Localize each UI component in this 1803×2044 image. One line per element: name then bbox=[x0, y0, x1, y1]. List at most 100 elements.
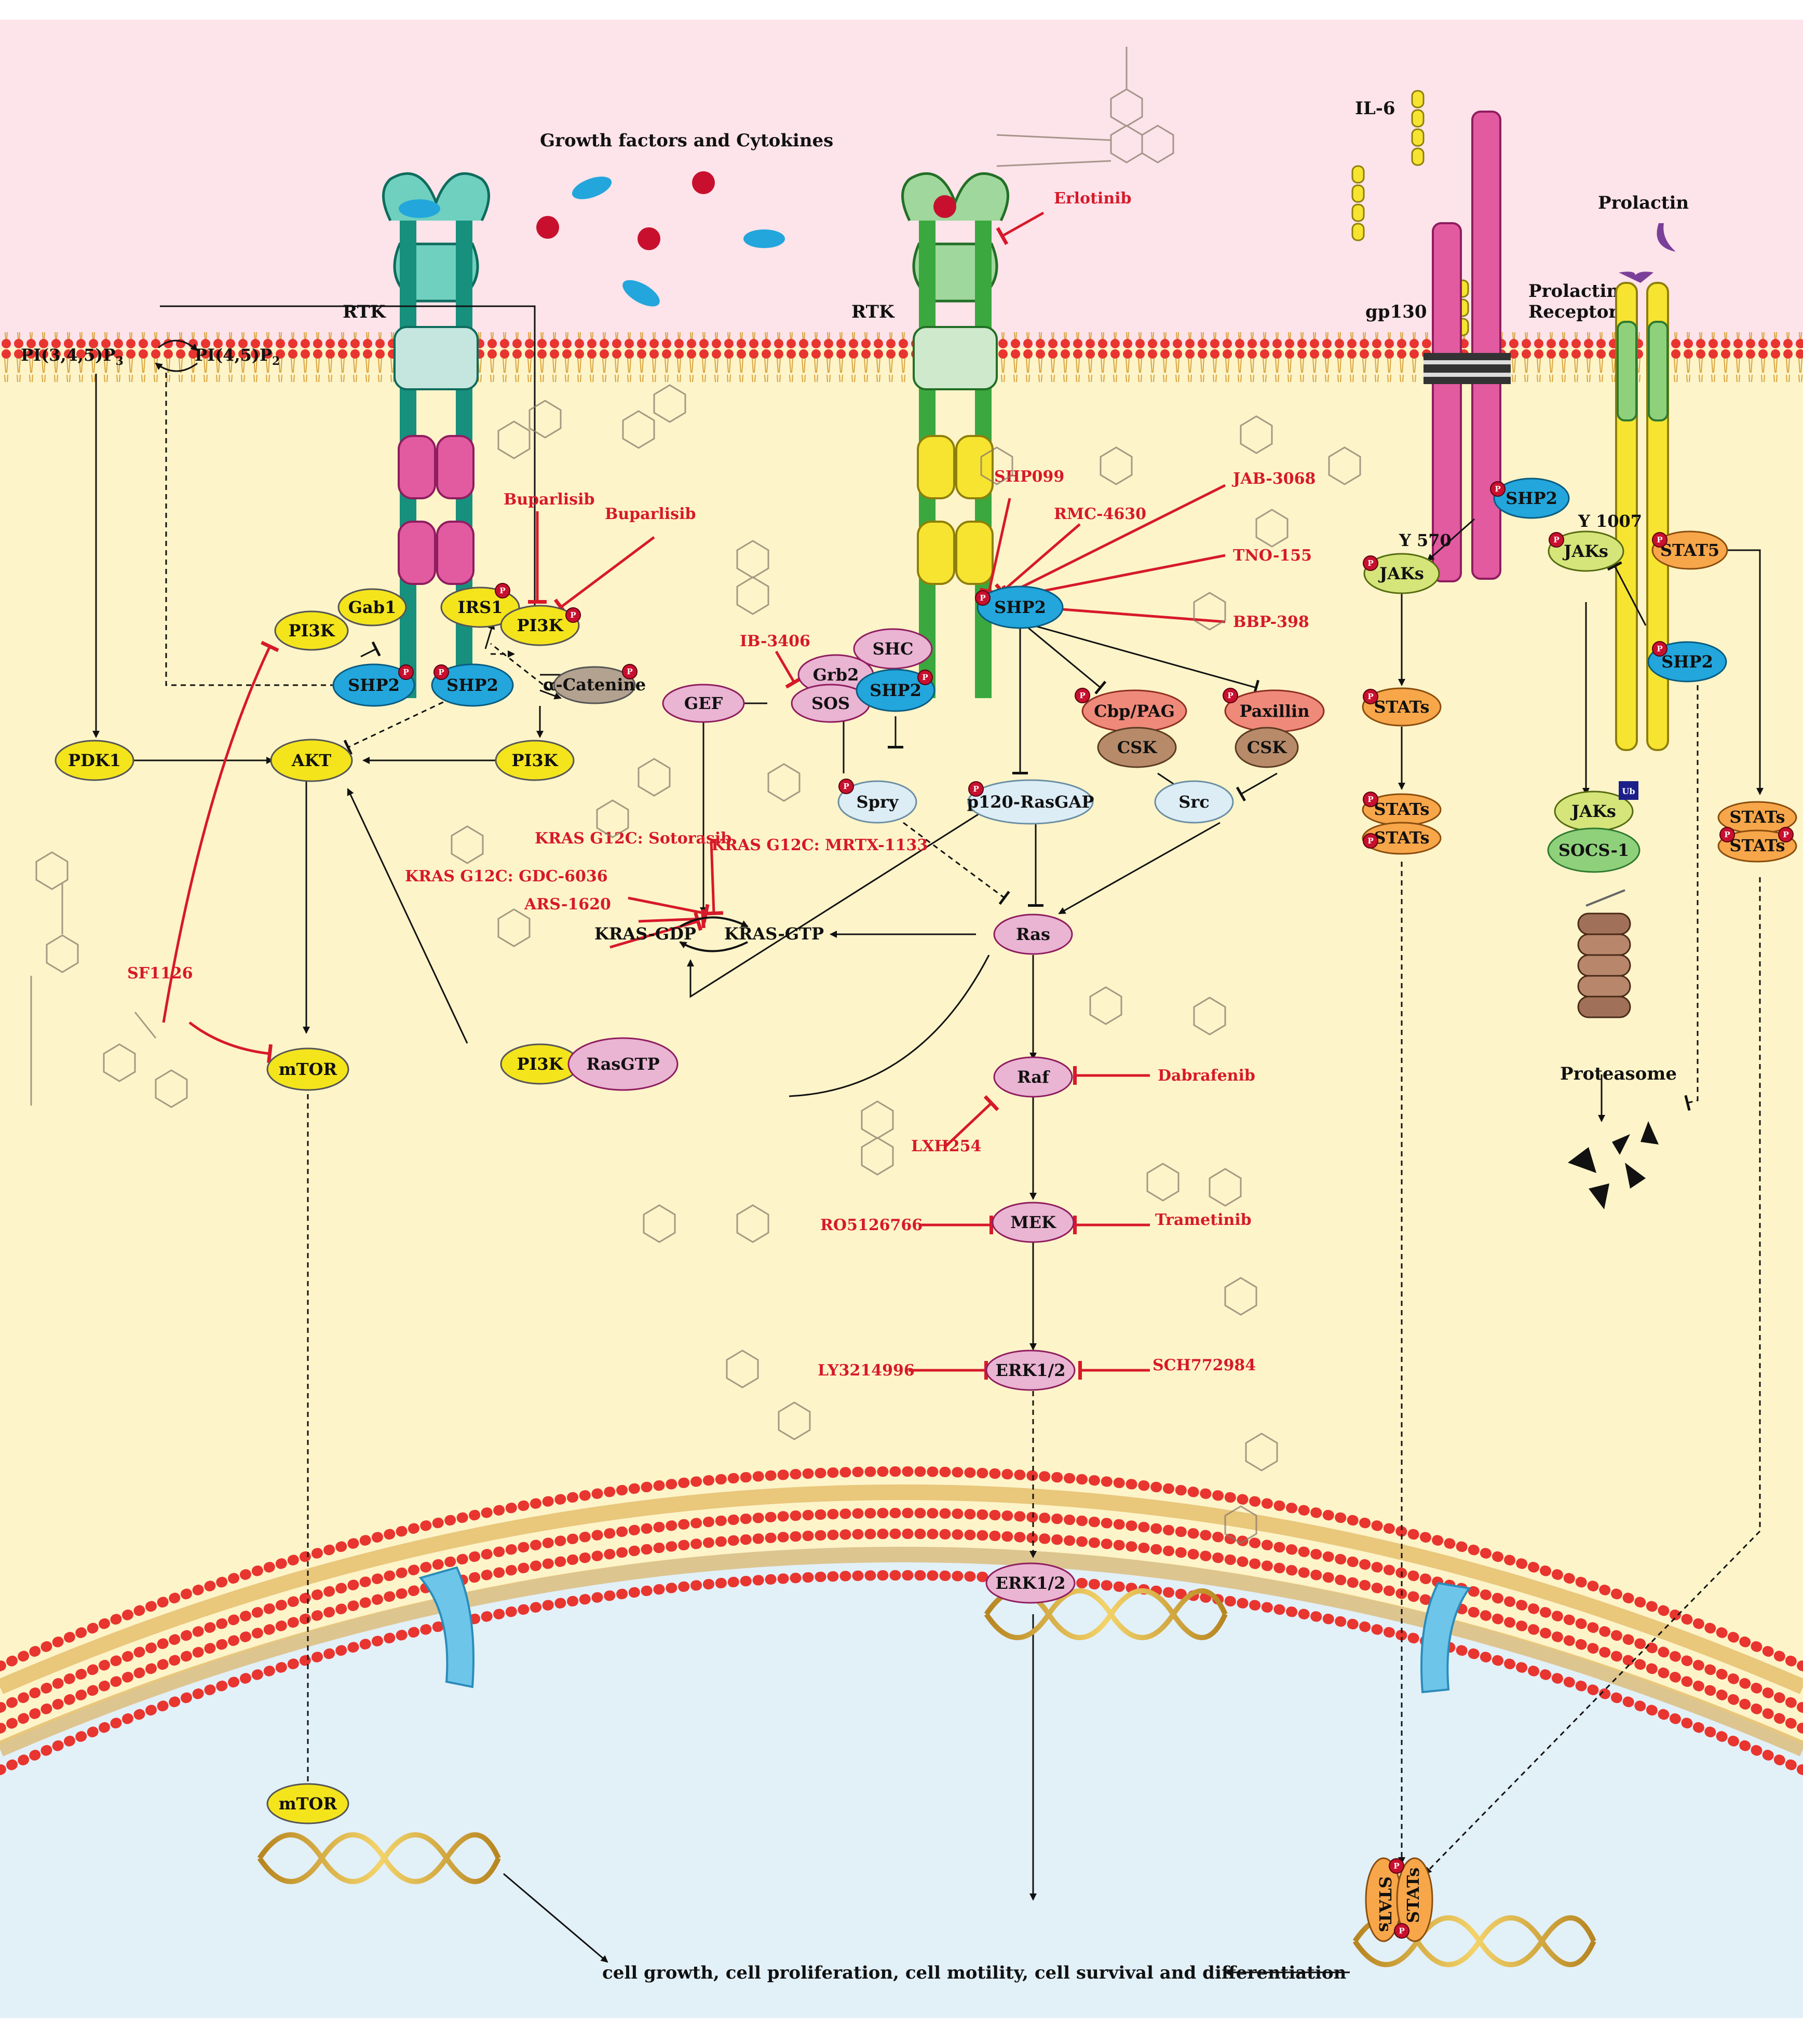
extracellular-space bbox=[0, 20, 1803, 347]
pdk1-label: PDK1 bbox=[68, 751, 121, 770]
il6-label: IL-6 bbox=[1355, 98, 1395, 119]
drug-sotorasib: KRAS G12C: Sotorasib bbox=[535, 829, 731, 848]
erk-label: ERK1/2 bbox=[995, 1360, 1065, 1380]
drug-jab3068: JAB-3068 bbox=[1231, 470, 1316, 488]
drug-buparlisib-1: Buparlisib bbox=[504, 490, 594, 509]
gab1-node bbox=[337, 588, 407, 626]
shp2-node-a bbox=[332, 663, 415, 707]
stats-node-2b bbox=[1362, 822, 1442, 855]
nuclear-envelope bbox=[0, 1466, 1803, 1775]
pathway-arrows bbox=[92, 305, 1764, 1976]
csk-node-a bbox=[1097, 727, 1177, 768]
drug-bbp398: BBP-398 bbox=[1233, 613, 1309, 631]
a-catenine-node bbox=[553, 666, 636, 704]
gef-node bbox=[662, 684, 745, 723]
prolactin-receptor-label-1: Prolactin bbox=[1528, 281, 1619, 302]
p120-rasgap-label: p120-RasGAP bbox=[967, 792, 1094, 812]
rtk-right-receptor bbox=[901, 172, 1009, 698]
gef-label: GEF bbox=[684, 693, 723, 713]
svg-text:P: P bbox=[1657, 535, 1662, 544]
raf-node bbox=[993, 1056, 1073, 1098]
shc-node bbox=[853, 628, 933, 670]
rasgtp-label: RasGTP bbox=[586, 1054, 659, 1074]
proteasome-label: Proteasome bbox=[1560, 1064, 1677, 1084]
pi3k-node-c bbox=[495, 740, 575, 781]
stats-label-3b: STATs bbox=[1729, 836, 1785, 855]
proteasome-icon bbox=[1577, 889, 1631, 1018]
prolactin-label: Prolactin bbox=[1598, 193, 1689, 213]
il6-ligand-icons bbox=[1351, 90, 1469, 336]
drug-ars1620: ARS-1620 bbox=[524, 895, 611, 914]
mtor-label: mTOR bbox=[279, 1059, 337, 1079]
raf-label: Raf bbox=[1017, 1067, 1050, 1087]
svg-text:P: P bbox=[1657, 644, 1662, 653]
svg-text:P: P bbox=[843, 782, 849, 791]
p120-rasgap-node bbox=[967, 779, 1094, 825]
svg-text:P: P bbox=[403, 667, 409, 677]
mek-node bbox=[992, 1202, 1075, 1243]
svg-text:P: P bbox=[1367, 558, 1373, 568]
pi3k-node-a bbox=[274, 610, 349, 651]
ubiquitin-label: Ub bbox=[1622, 786, 1635, 796]
pip3-label: PI(3,4,5)P3 bbox=[21, 345, 124, 368]
gab1-label: Gab1 bbox=[348, 597, 397, 617]
drug-shp099: SHP099 bbox=[994, 468, 1064, 486]
prolactin-ligand-icon bbox=[1657, 223, 1676, 252]
drug-mrtx1133: KRAS G12C: MRTX-1133 bbox=[711, 836, 928, 854]
shp2-node-gp130 bbox=[1493, 478, 1570, 519]
svg-text:P: P bbox=[1367, 836, 1373, 846]
svg-text:P: P bbox=[1553, 535, 1559, 544]
gp130-label: gp130 bbox=[1365, 302, 1427, 322]
shp2-node-b bbox=[431, 663, 514, 707]
jaks-label-gp130: JAKs bbox=[1378, 564, 1424, 583]
drug-lxh254: LXH254 bbox=[911, 1137, 981, 1155]
shp2-node-c bbox=[856, 669, 936, 712]
drug-ib3406: IB-3406 bbox=[740, 632, 810, 650]
shp2-label-c: SHP2 bbox=[870, 680, 921, 700]
chemical-structure-icons bbox=[30, 47, 1361, 1544]
svg-text:P: P bbox=[1783, 830, 1788, 839]
mek-label: MEK bbox=[1010, 1212, 1056, 1232]
shc-label: SHC bbox=[873, 639, 914, 659]
ras-node bbox=[993, 914, 1073, 955]
shp2-label-main: SHP2 bbox=[994, 597, 1046, 617]
stat5-node bbox=[1651, 530, 1728, 570]
drug-dabrafenib: Dabrafenib bbox=[1158, 1067, 1255, 1085]
kras-gdp-label: KRAS-GDP bbox=[594, 924, 696, 944]
svg-text:P: P bbox=[1367, 795, 1373, 804]
mtor-node-nucleus bbox=[266, 1783, 349, 1824]
shp2-label-prolactin: SHP2 bbox=[1661, 652, 1713, 672]
pip2-label: PI(4,5)P2 bbox=[195, 345, 280, 368]
stats-label-2b: STATs bbox=[1374, 828, 1429, 848]
gp130-receptor bbox=[1424, 111, 1511, 582]
pi3k-label-d: PI3K bbox=[517, 1054, 563, 1074]
pi3k-label-c: PI3K bbox=[511, 751, 558, 770]
shp2-node-prolactin bbox=[1647, 641, 1727, 683]
svg-text:P: P bbox=[627, 667, 632, 676]
svg-text:P: P bbox=[980, 593, 985, 603]
akt-label: AKT bbox=[291, 751, 332, 770]
drug-buparlisib-2: Buparlisib bbox=[605, 505, 696, 523]
rasgtp-node bbox=[567, 1037, 679, 1091]
stats-label-3a: STATs bbox=[1729, 807, 1785, 827]
kras-cycle-arrows bbox=[679, 916, 749, 952]
dna-helix-left bbox=[257, 1832, 501, 1884]
degraded-fragments-icon bbox=[1568, 1121, 1659, 1209]
shp2-node-main bbox=[977, 585, 1064, 629]
spry-label: Spry bbox=[857, 792, 899, 812]
prolactin-receptor-label-2: Receptor bbox=[1528, 302, 1618, 322]
csk-node-b bbox=[1235, 727, 1299, 768]
sos-label: SOS bbox=[811, 693, 850, 713]
shp2-label-gp130: SHP2 bbox=[1506, 488, 1557, 508]
rtk-right-label: RTK bbox=[851, 302, 895, 322]
y1007-label: Y 1007 bbox=[1578, 511, 1642, 531]
grb2-label: Grb2 bbox=[813, 665, 859, 685]
jaks-node-gp130 bbox=[1363, 553, 1440, 594]
jaks-node-prolactin bbox=[1548, 530, 1624, 572]
erk-node bbox=[985, 1350, 1076, 1391]
svg-text:P: P bbox=[1724, 830, 1730, 839]
drug-trametinib: Trametinib bbox=[1155, 1211, 1252, 1229]
mtor-node bbox=[266, 1047, 349, 1091]
svg-text:P: P bbox=[499, 586, 505, 595]
